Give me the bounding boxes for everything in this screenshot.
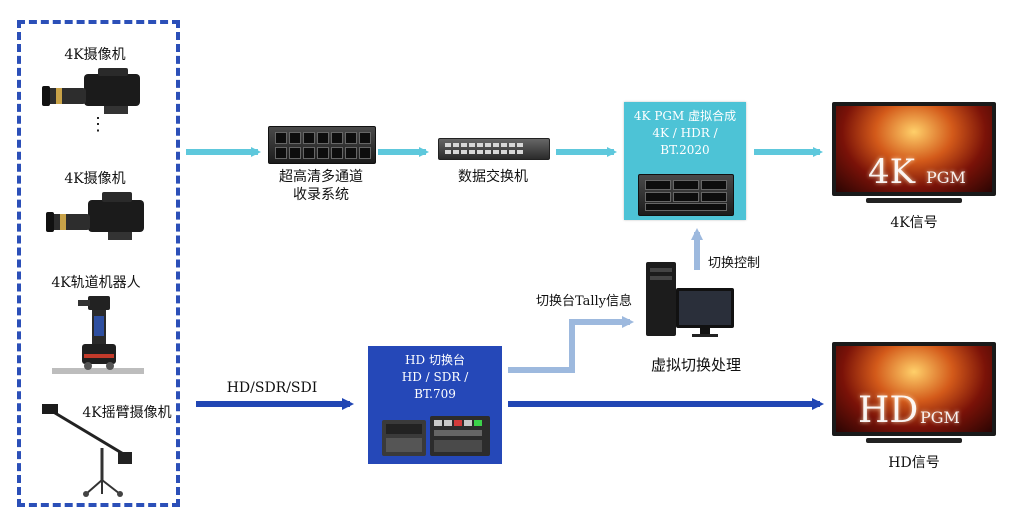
tv-hd-monitor: HD PGM xyxy=(832,342,996,436)
tally-info-label: 切换台Tally信息 xyxy=(535,294,633,309)
tv-hd-overlay-small: PGM xyxy=(920,408,960,427)
recorder-label-line1: 超高清多通道 xyxy=(279,169,363,185)
arrow-tally-to-virtual xyxy=(508,316,634,373)
hd-switcher-title: HD 切换台 xyxy=(405,353,465,367)
tv-hd-stand xyxy=(866,438,962,443)
continuation-dots: ⋮ xyxy=(89,114,107,135)
hd-switcher-panel-icon xyxy=(382,416,492,458)
tv-4k-overlay-small: PGM xyxy=(926,168,966,187)
pgm-4k-title: 4K PGM 虚拟合成 xyxy=(633,109,737,123)
hd-switcher-colorspace: BT.709 xyxy=(414,387,456,401)
hd-switcher-format: HD / SDR / xyxy=(401,370,469,384)
broadcast-camera-icon xyxy=(40,68,150,120)
workstation-icon xyxy=(644,262,738,338)
rail-robot-camera-icon xyxy=(48,292,148,382)
pgm-server-icon xyxy=(638,174,734,216)
tv-hd-screen: HD PGM xyxy=(836,346,992,432)
tv-hd-overlay-big: HD xyxy=(858,390,919,431)
recorder-server-icon xyxy=(268,126,376,164)
switch-label: 数据交换机 xyxy=(458,169,528,185)
switch-control-label: 切换控制 xyxy=(708,256,761,271)
virtual-switch-label: 虚拟切换处理 xyxy=(650,356,741,374)
tv-4k-stand xyxy=(866,198,962,203)
recorder-label: 超高清多通道 收录系统 xyxy=(256,168,386,204)
camera1-label: 4K摄像机 xyxy=(64,47,126,63)
tv-4k-caption: 4K信号 xyxy=(890,215,938,231)
jib-label: 4K摇臂摄像机 xyxy=(82,405,172,421)
pgm-4k-format: 4K / HDR / xyxy=(652,126,718,140)
tv-4k-screen: 4K PGM xyxy=(836,106,992,192)
crane-jib-camera-icon xyxy=(40,398,160,498)
camera2-label: 4K摄像机 xyxy=(64,171,126,187)
hd-sdi-link-label: HD/SDR/SDI xyxy=(226,380,318,396)
recorder-label-line2: 收录系统 xyxy=(293,187,349,203)
hd-switcher-box: HD 切换台 HD / SDR / BT.709 xyxy=(368,346,502,464)
pgm-4k-colorspace: BT.2020 xyxy=(660,143,710,157)
tv-4k-overlay-big: 4K xyxy=(868,152,916,192)
tv-4k-monitor: 4K PGM xyxy=(832,102,996,196)
tv-hd-caption: HD信号 xyxy=(888,455,940,471)
broadcast-camera-icon xyxy=(44,192,154,246)
camera-source-group xyxy=(17,20,180,507)
network-switch-icon xyxy=(438,138,550,160)
robot-label: 4K轨道机器人 xyxy=(51,275,141,291)
pgm-4k-box: 4K PGM 虚拟合成 4K / HDR / BT.2020 xyxy=(624,102,746,220)
